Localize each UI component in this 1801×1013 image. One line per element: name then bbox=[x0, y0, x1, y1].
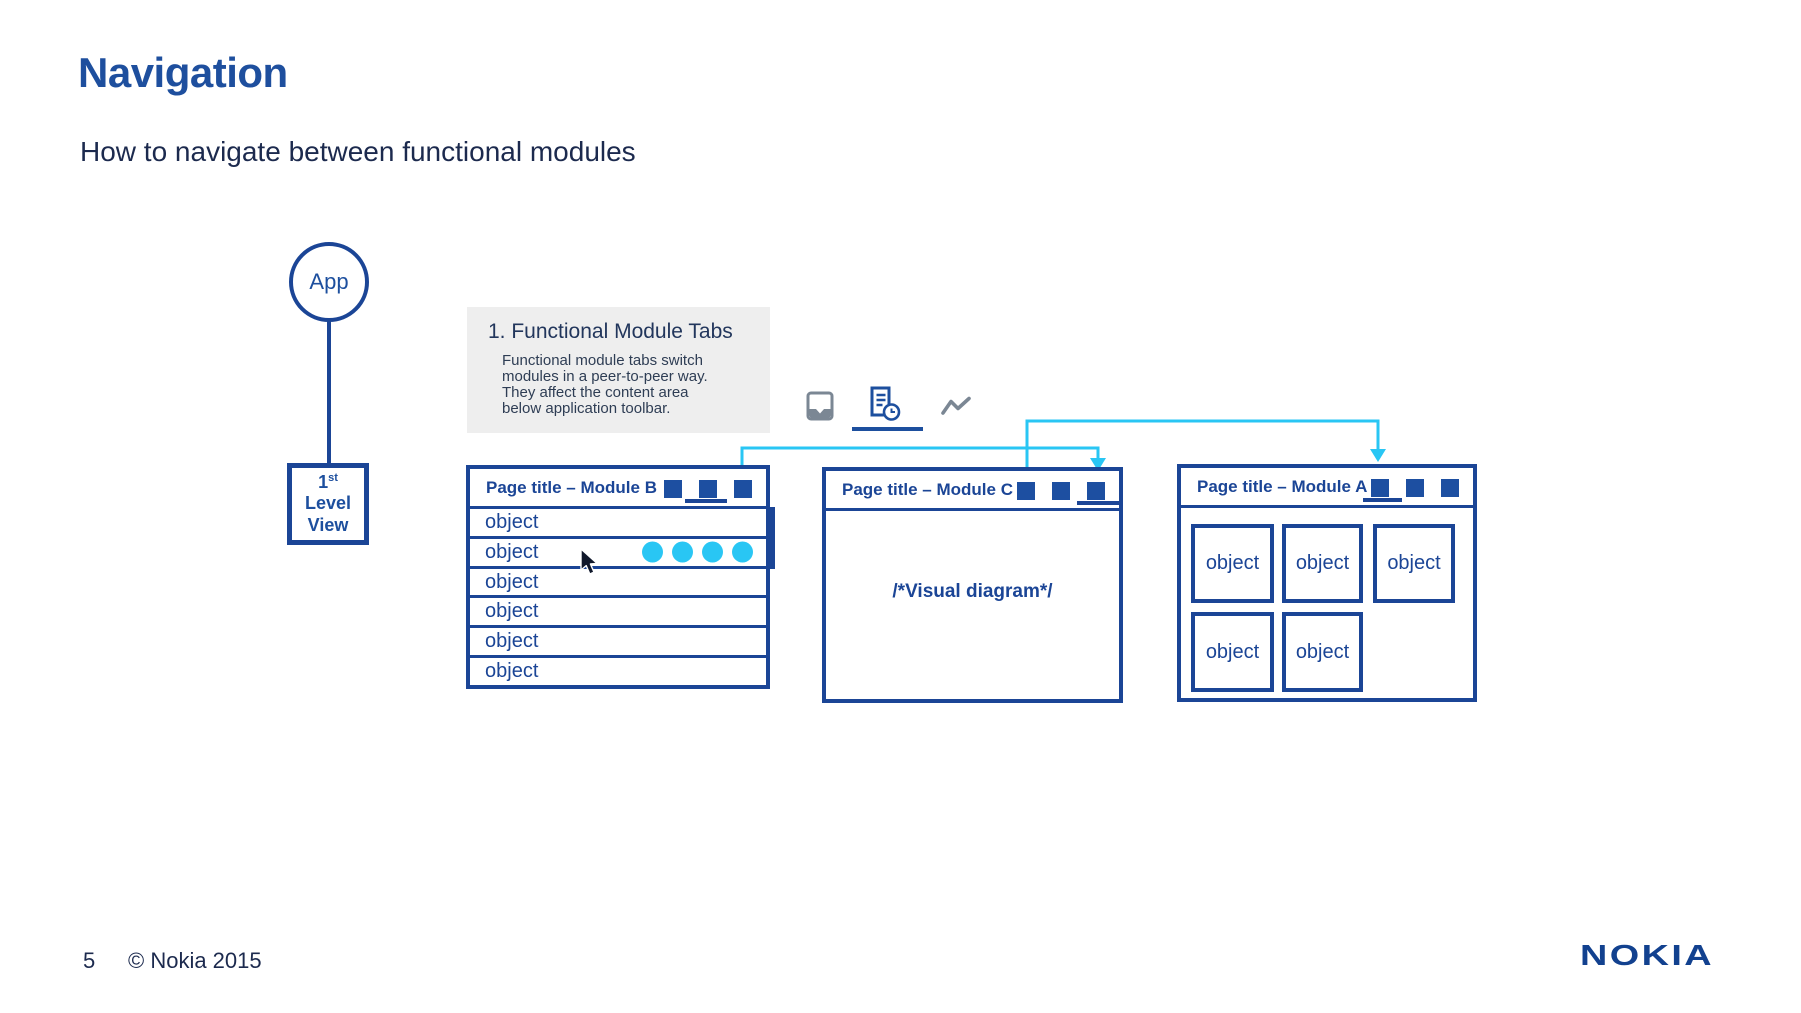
row-label: object bbox=[485, 540, 539, 563]
row-label: object bbox=[485, 600, 539, 623]
module-a-object-tile[interactable]: object bbox=[1191, 612, 1274, 692]
module-b-header: Page title – Module B bbox=[470, 469, 766, 509]
report-clock-icon[interactable] bbox=[868, 386, 901, 428]
callout-body: Functional module tabs switch modules in… bbox=[502, 353, 770, 417]
module-b-scrollbar-hint[interactable] bbox=[766, 507, 775, 569]
module-c-title: Page title – Module C bbox=[842, 479, 1013, 499]
first-level-view-line3: View bbox=[307, 514, 349, 535]
module-b-tab-3[interactable] bbox=[734, 480, 752, 498]
module-b-tabs bbox=[664, 480, 752, 498]
page-subtitle: How to navigate between functional modul… bbox=[80, 136, 636, 167]
module-b-tab-1[interactable] bbox=[664, 480, 682, 498]
module-c-tab-3[interactable] bbox=[1087, 482, 1105, 500]
module-c-content: /*Visual diagram*/ bbox=[892, 581, 1053, 602]
module-a-tabs bbox=[1371, 479, 1459, 497]
module-b-active-tab-underline bbox=[685, 499, 727, 503]
active-icon-underline bbox=[852, 427, 923, 431]
module-a-window: Page title – Module A object object obje… bbox=[1177, 464, 1477, 702]
module-a-tab-1[interactable] bbox=[1371, 479, 1389, 497]
row-label: object bbox=[485, 570, 539, 593]
nokia-logo: NOKIA bbox=[1580, 939, 1715, 972]
page-title: Navigation bbox=[78, 49, 288, 96]
callout-body-line: They affect the content area bbox=[502, 384, 689, 401]
module-a-tab-2[interactable] bbox=[1406, 479, 1424, 497]
module-c-window: Page title – Module C /*Visual diagram*/ bbox=[822, 467, 1123, 703]
module-c-active-tab-underline bbox=[1077, 501, 1119, 505]
callout-body-line: Functional module tabs switch bbox=[502, 352, 703, 369]
arrowhead-to-module-a bbox=[1370, 449, 1386, 462]
status-dot bbox=[642, 541, 663, 563]
callout-body-line: modules in a peer-to-peer way. bbox=[502, 368, 708, 385]
module-a-object-tile[interactable]: object bbox=[1373, 524, 1455, 603]
first-level-view-line1: 1st bbox=[318, 472, 338, 493]
tile-label: object bbox=[1295, 640, 1350, 663]
tile-label: object bbox=[1387, 552, 1441, 574]
row-label: object bbox=[485, 630, 539, 653]
module-a-title: Page title – Module A bbox=[1197, 476, 1368, 496]
module-b-row[interactable]: object bbox=[470, 535, 766, 566]
row-label: object bbox=[485, 660, 539, 683]
module-b-title: Page title – Module B bbox=[486, 477, 657, 497]
module-b-row[interactable]: object bbox=[470, 625, 766, 655]
app-node: App bbox=[289, 242, 369, 322]
page-number: 5 bbox=[83, 948, 96, 973]
module-a-header: Page title – Module A bbox=[1181, 468, 1473, 508]
module-b-row[interactable]: object bbox=[470, 595, 766, 625]
row-status-dots bbox=[642, 541, 753, 563]
status-dot bbox=[702, 541, 723, 563]
hierarchy-connector-line bbox=[327, 320, 331, 465]
first-level-view-node: 1st Level View bbox=[287, 463, 369, 545]
tile-label: object bbox=[1295, 552, 1350, 574]
callout-functional-module-tabs: 1. Functional Module Tabs Functional mod… bbox=[467, 307, 770, 433]
module-c-tabs bbox=[1017, 482, 1105, 500]
first-level-view-line2: Level bbox=[304, 493, 352, 514]
module-a-active-tab-underline bbox=[1363, 498, 1402, 502]
module-a-tab-3[interactable] bbox=[1441, 479, 1459, 497]
mouse-cursor-icon bbox=[578, 548, 602, 583]
status-dot bbox=[672, 541, 693, 563]
row-label: object bbox=[485, 510, 539, 533]
module-b-window: Page title – Module B object object obje… bbox=[466, 465, 770, 689]
tile-label: object bbox=[1205, 640, 1260, 663]
module-a-object-tile[interactable]: object bbox=[1191, 524, 1274, 603]
trend-chart-icon[interactable] bbox=[939, 394, 973, 424]
copyright: © Nokia 2015 bbox=[128, 948, 262, 973]
status-dot bbox=[732, 541, 753, 563]
module-b-row[interactable]: object bbox=[470, 655, 766, 685]
module-a-object-tile[interactable]: object bbox=[1282, 524, 1363, 603]
module-c-header: Page title – Module C bbox=[826, 471, 1119, 511]
callout-heading: 1. Functional Module Tabs bbox=[488, 320, 733, 343]
module-b-rows: object object object object object objec… bbox=[470, 509, 766, 685]
module-c-tab-1[interactable] bbox=[1017, 482, 1035, 500]
module-c-tab-2[interactable] bbox=[1052, 482, 1070, 500]
callout-body-line: below application toolbar. bbox=[502, 400, 671, 417]
module-b-row[interactable]: object bbox=[470, 565, 766, 596]
module-a-object-tile[interactable]: object bbox=[1282, 612, 1363, 692]
tile-label: object bbox=[1205, 552, 1260, 574]
media-tray-icon[interactable] bbox=[806, 390, 834, 427]
module-b-tab-2[interactable] bbox=[699, 480, 717, 498]
module-b-row[interactable]: object bbox=[470, 509, 766, 536]
app-node-label: App bbox=[309, 269, 349, 294]
